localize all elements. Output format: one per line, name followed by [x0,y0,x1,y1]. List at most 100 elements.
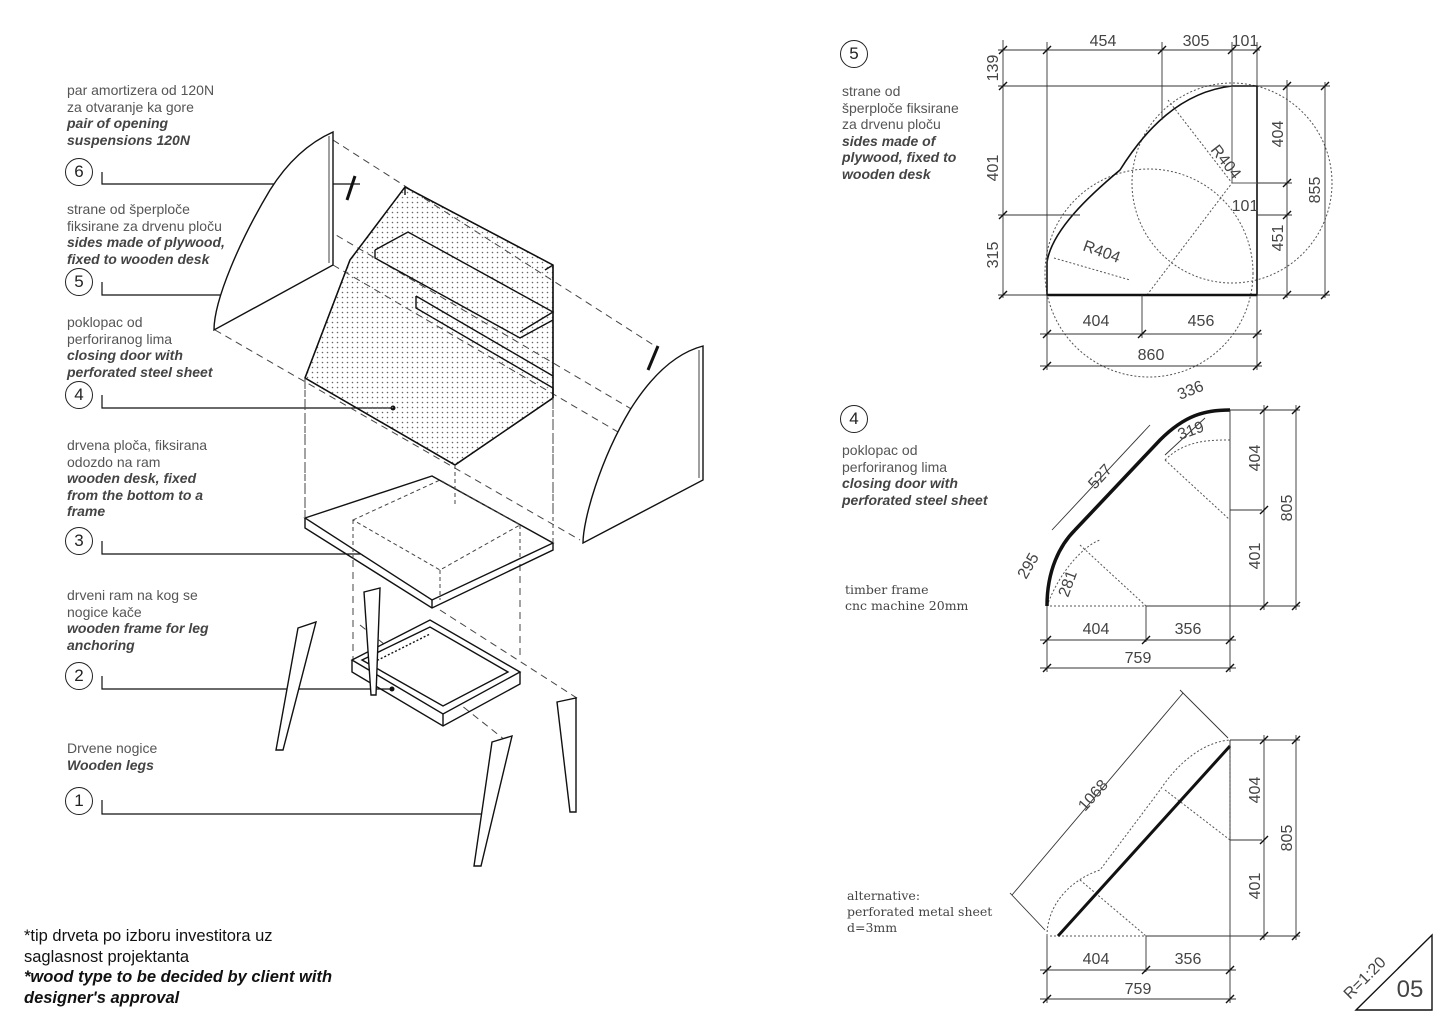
dim-456: 456 [1188,313,1215,330]
alternative-note: alternative: perforated metal sheet d=3m… [847,888,992,936]
alternative-line: perforated metal sheet [847,904,993,919]
detail-4-sr-line: perforiranog lima [842,458,948,475]
detail-4-callout: 4 [840,405,868,433]
detail-4-en-line: closing door with [842,475,958,491]
note-en-line: *wood type to be decided by client with [24,968,333,986]
dim-401-d4: 401 [1247,543,1264,570]
dim-759-alt: 759 [1125,981,1152,998]
dim-r404-upper: R404 [1207,142,1244,183]
callout-3: 3 [65,527,93,555]
legend-6-sr-line: par amortizera od 120N [67,82,215,98]
dim-855: 855 [1307,177,1324,204]
timber-frame-note: timber frame cnc machine 20mm [845,582,968,614]
dim-404-alt-right: 404 [1247,777,1264,804]
legend-6-en-line: suspensions 120N [67,131,190,148]
callout-2: 2 [65,662,93,690]
legend-text-6: par amortizera od 120N za otvaranje ka g… [67,82,214,148]
timber-frame-line: cnc machine 20mm [845,598,969,613]
sheet-number: 05 [1397,976,1424,1003]
detail-4-sr-line: poklopac od [842,442,918,458]
legend-text-2: drveni ram na kog se nogice kače wooden … [67,587,209,653]
suspension-left [345,175,357,201]
legend-2-sr-line: nogice kače [67,603,142,620]
right-side-panel [582,345,704,545]
legend-5-sr-line: strane od šperploče [67,201,190,217]
dim-404-right: 404 [1270,121,1287,148]
wooden-legs [275,587,577,867]
legend-3-sr-line: odozdo na ram [67,453,161,470]
detail-5-en-line: sides made of [842,132,936,149]
dim-404-d4-right: 404 [1247,445,1264,472]
legend-5-sr-line: fiksirane za drvenu ploču [67,217,222,234]
dim-404-alt-bottom: 404 [1083,951,1110,968]
dim-401-alt: 401 [1247,873,1264,900]
detail-5-callout: 5 [840,40,868,68]
legend-5-en-line: sides made of plywood, [67,234,225,250]
detail-4-text: poklopac od perforiranog lima closing do… [842,442,988,508]
dim-r404-lower: R404 [1081,238,1123,267]
dim-451: 451 [1270,225,1287,252]
wooden-desk [303,475,555,601]
callout-5: 5 [65,268,93,296]
alternative-line: alternative: [847,888,921,903]
scale-label: R=1:20 [1341,954,1390,1003]
alternative-line: d=3mm [847,920,898,935]
exploded-view [101,130,704,867]
left-side-panel [213,130,334,332]
dim-404-bottom: 404 [1083,313,1110,330]
note-sr-line: *tip drveta po izboru investitora uz [24,927,273,945]
legend-2-en-line: anchoring [67,636,135,653]
legend-5-en-line: fixed to wooden desk [67,250,210,267]
dim-101-right: 101 [1232,198,1259,215]
detail-5-en-line: plywood, fixed to [842,149,957,165]
dim-1068: 1068 [1075,777,1112,815]
dim-281: 281 [1056,568,1081,599]
dim-805-alt: 805 [1279,825,1296,852]
legend-text-1: Drvene nogice Wooden legs [67,740,157,773]
dim-805-d4: 805 [1279,495,1296,522]
wooden-frame [350,619,522,727]
suspension-right [646,345,660,371]
timber-frame-line: timber frame [845,582,929,597]
detail-5-sr-line: za drvenu ploču [842,116,941,132]
legend-3-en-line: wooden desk, fixed [67,470,197,486]
detail-5-drawing: 454 305 101 139 401 315 404 101 451 855 … [985,33,1333,378]
legend-text-3: drvena ploča, fiksirana odozdo na ram wo… [67,437,207,520]
dim-101-top: 101 [1232,33,1259,50]
callout-4: 4 [65,381,93,409]
legend-4-sr-line: perforiranog lima [67,330,173,347]
legend-text-4: poklopac od perforiranog lima closing do… [67,314,213,380]
detail-4-en-line: perforated steel sheet [842,491,988,508]
legend-2-en-line: wooden frame for leg [67,620,209,636]
dim-139: 139 [985,55,1002,82]
dim-401: 401 [985,155,1002,182]
legend-3-en-line: from the bottom to a [67,486,204,503]
note-sr-line: saglasnost projektanta [24,947,190,966]
callout-1: 1 [65,787,93,815]
callout-6: 6 [65,158,93,186]
detail-5-sr-line: strane od [842,83,901,99]
dim-315: 315 [985,242,1002,269]
wood-type-note: *tip drveta po izboru investitora uz sag… [24,926,332,1008]
note-en-line: designer's approval [24,988,180,1007]
legend-1-en-line: Wooden legs [67,756,154,773]
dim-336: 336 [1175,378,1206,404]
legend-4-en-line: closing door with [67,347,183,363]
legend-1-sr-line: Drvene nogice [67,740,158,756]
alternative-drawing: 1068 404 401 805 404 356 759 [1009,689,1301,1004]
legend-6-en-line: pair of opening [67,115,169,131]
dim-454: 454 [1090,33,1117,50]
legend-4-sr-line: poklopac od [67,314,143,330]
legend-3-sr-line: drvena ploča, fiksirana [67,437,208,453]
detail-5-sr-line: šperploče fiksirane [842,99,959,116]
dim-860: 860 [1138,347,1165,364]
dim-295: 295 [1015,550,1043,582]
dim-305: 305 [1183,33,1210,50]
legend-2-sr-line: drveni ram na kog se [67,587,198,603]
title-block: R=1:20 05 [1341,933,1433,1011]
legend-4-en-line: perforated steel sheet [67,363,213,380]
detail-5-en-line: wooden desk [842,165,931,182]
dim-356-d4: 356 [1175,621,1202,638]
dim-356-alt: 356 [1175,951,1202,968]
